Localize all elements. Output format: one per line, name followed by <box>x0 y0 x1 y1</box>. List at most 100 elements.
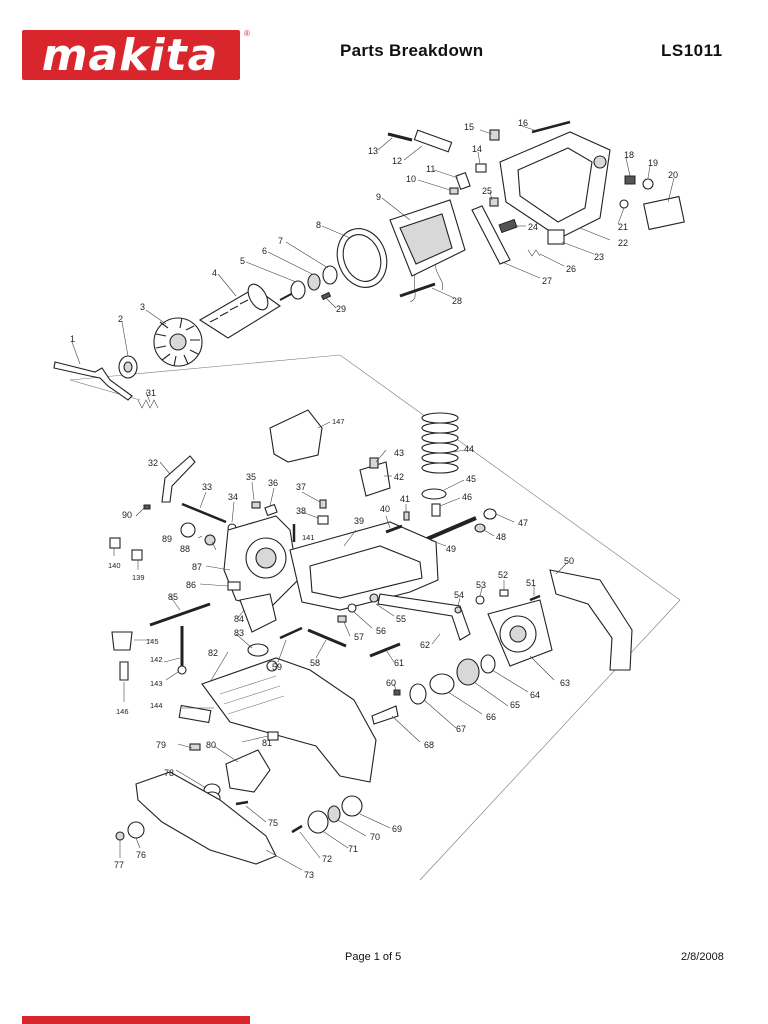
part-labels: 1 2 3 4 5 6 7 8 9 10 11 12 13 14 15 16 1… <box>70 118 678 880</box>
label-part-88: 88 <box>180 544 190 554</box>
page-indicator: Page 1 of 5 <box>345 951 402 963</box>
part-7-shape <box>322 265 338 285</box>
part-20-shape <box>643 195 685 231</box>
label-part-45: 45 <box>466 474 476 484</box>
label-part-55: 55 <box>396 614 406 624</box>
label-part-73: 73 <box>304 870 314 880</box>
part-48-shape <box>474 523 486 533</box>
part-72-shape <box>291 824 303 834</box>
registered-mark: ® <box>244 29 250 38</box>
part-32-shape <box>161 455 196 503</box>
part-13-shape <box>387 132 413 142</box>
label-part-18: 18 <box>624 150 634 160</box>
part-37-shape <box>319 499 327 509</box>
label-part-89: 89 <box>162 534 172 544</box>
model-number: LS1011 <box>661 41 723 60</box>
part-68-shape <box>371 705 399 725</box>
part-55-shape <box>369 593 379 603</box>
part-27-shape <box>471 205 511 265</box>
part-61-shape <box>369 642 401 658</box>
label-part-24: 24 <box>528 222 538 232</box>
part-18-shape <box>624 175 636 185</box>
label-part-39: 39 <box>354 516 364 526</box>
part-87-shape <box>223 515 299 609</box>
part-25-shape <box>489 197 499 207</box>
label-part-82: 82 <box>208 648 218 658</box>
page-title: Parts Breakdown <box>340 41 484 60</box>
part-70-shape <box>327 805 341 823</box>
label-part-84: 84 <box>234 614 244 624</box>
part-77-shape <box>115 831 125 841</box>
label-part-3: 3 <box>140 302 145 312</box>
label-part-22: 22 <box>618 238 628 248</box>
label-part-28: 28 <box>452 296 462 306</box>
part-10-shape <box>449 187 459 195</box>
label-part-35: 35 <box>246 472 256 482</box>
label-part-65: 65 <box>510 700 520 710</box>
part-57-shape <box>337 615 347 623</box>
part-64-shape <box>480 654 496 674</box>
part-146-shape <box>119 661 129 681</box>
label-part-52: 52 <box>498 570 508 580</box>
label-part-4: 4 <box>212 268 217 278</box>
part-50-shape <box>549 569 633 671</box>
part-82-shape <box>201 657 377 783</box>
part-75-shape <box>235 800 249 806</box>
label-part-6: 6 <box>262 246 267 256</box>
part-31-shape <box>137 399 159 409</box>
label-part-140: 140 <box>108 561 121 570</box>
label-part-7: 7 <box>278 236 283 246</box>
part-21-shape <box>619 199 629 209</box>
label-part-68: 68 <box>424 740 434 750</box>
label-part-145: 145 <box>146 637 159 646</box>
part-52-shape <box>499 589 509 597</box>
label-part-21: 21 <box>618 222 628 232</box>
part-84-shape <box>239 593 277 633</box>
label-part-32: 32 <box>148 458 158 468</box>
part-6-shape <box>307 273 321 291</box>
label-part-36: 36 <box>268 478 278 488</box>
label-part-40: 40 <box>380 504 390 514</box>
label-part-8: 8 <box>316 220 321 230</box>
label-part-57: 57 <box>354 632 364 642</box>
part-14-shape <box>475 163 487 173</box>
label-part-64: 64 <box>530 690 540 700</box>
label-part-2: 2 <box>118 314 123 324</box>
brand-bar-fill <box>22 1016 250 1024</box>
label-part-67: 67 <box>456 724 466 734</box>
part-60-shape <box>393 689 401 696</box>
label-part-19: 19 <box>648 158 658 168</box>
label-part-31: 31 <box>146 388 156 398</box>
label-part-51: 51 <box>526 578 536 588</box>
part-29-shape <box>320 291 332 301</box>
part-49-shape <box>419 516 477 544</box>
part-67-shape <box>409 683 427 705</box>
label-part-38: 38 <box>296 506 306 516</box>
label-part-142: 142 <box>150 655 163 664</box>
part-143-shape <box>177 665 187 675</box>
label-part-25: 25 <box>482 186 492 196</box>
part-33-shape <box>181 502 227 524</box>
label-part-20: 20 <box>668 170 678 180</box>
label-part-50: 50 <box>564 556 574 566</box>
label-part-56: 56 <box>376 626 386 636</box>
part-22-shape <box>499 131 611 239</box>
part-63-shape <box>487 599 553 667</box>
part-23-shape <box>547 229 565 245</box>
part-54-shape <box>454 606 462 614</box>
label-part-58: 58 <box>310 658 320 668</box>
part-16-shape <box>531 120 571 134</box>
label-part-61: 61 <box>394 658 404 668</box>
label-part-71: 71 <box>348 844 358 854</box>
label-part-83: 83 <box>234 628 244 638</box>
label-part-144: 144 <box>150 701 163 710</box>
label-part-81: 81 <box>262 738 272 748</box>
label-part-146: 146 <box>116 707 129 716</box>
part-43-shape <box>369 457 379 469</box>
label-part-90: 90 <box>122 510 132 520</box>
part-66-shape <box>429 673 455 695</box>
label-part-60: 60 <box>386 678 396 688</box>
part-11-shape <box>455 172 471 190</box>
label-part-33: 33 <box>202 482 212 492</box>
label-part-12: 12 <box>392 156 402 166</box>
